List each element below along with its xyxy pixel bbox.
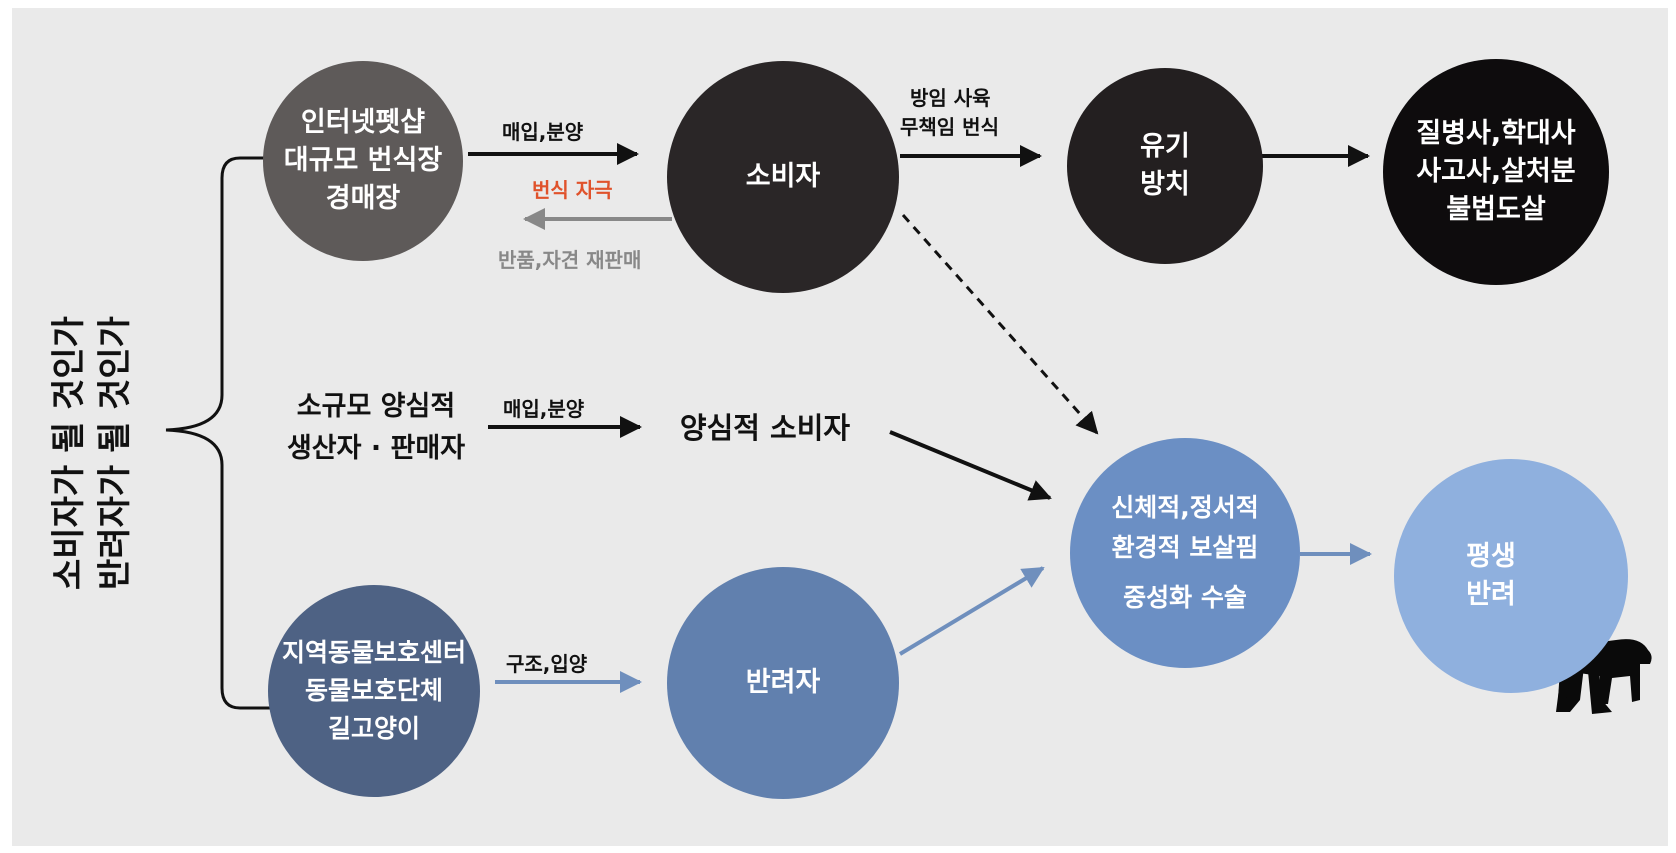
node-companion: 반려자 [667,567,899,799]
edge-label-abandon-line1: 방임 사육 [910,86,991,110]
node-petshop-line1: 인터넷펫샵 [300,107,426,138]
node-care-line2: 환경적 보살핌 [1111,533,1259,562]
node-abandon-line2: 방치 [1140,169,1190,200]
node-lifelong-line2: 반려 [1466,579,1516,610]
arrow-consumer-to-care-dashed [901,214,1099,435]
arrow-companion-to-care [898,566,1045,656]
node-abandon: 유기 방치 [1067,68,1263,264]
node-small-seller-line2: 생산자 · 판매자 [286,433,466,464]
side-title-line2: 반려자가 될 것인가 [95,316,135,590]
node-conscious-consumer-label: 양심적 소비자 [679,411,851,445]
node-shelter-line1: 지역동물보호센터 [281,638,466,667]
node-abandon-line1: 유기 [1140,131,1190,162]
node-care-line3: 중성화 수술 [1123,583,1247,612]
node-death-line1: 질병사,학대사 [1416,118,1576,149]
node-care: 신체적,정서적 환경적 보살핌 중성화 수술 [1070,438,1300,668]
node-small-seller-line1: 소규모 양심적 [296,391,456,422]
node-death-line3: 불법도살 [1446,194,1546,225]
node-lifelong-line1: 평생 [1466,541,1516,572]
node-shelter: 지역동물보호센터 동물보호단체 길고양이 [268,585,480,797]
node-small-seller: 소규모 양심적 생산자 · 판매자 [263,386,489,470]
side-title-line1: 소비자가 될 것인가 [49,316,89,590]
node-consumer: 소비자 [667,61,899,293]
edge-label-petshop-to-consumer: 매입,분양 [502,120,584,144]
node-petshop-line3: 경매장 [325,183,401,214]
node-consumer-label: 소비자 [745,161,821,192]
edge-label-small-to-conscious: 매입,분양 [503,397,585,421]
node-companion-label: 반려자 [745,667,821,698]
node-care-line1: 신체적,정서적 [1111,493,1259,522]
node-petshop: 인터넷펫샵 대규모 번식장 경매장 [263,61,463,261]
node-shelter-line3: 길고양이 [327,714,420,743]
brace-icon [165,156,270,710]
side-title: 소비자가 될 것인가 반려자가 될 것인가 [37,273,147,633]
node-death: 질병사,학대사 사고사,살처분 불법도살 [1383,59,1609,285]
arrow-conscious-to-care [889,430,1052,501]
edge-label-abandon-line2: 무책임 번식 [900,115,999,139]
edge-label-breeding-stimulus: 번식 자극 [532,178,613,202]
node-death-line2: 사고사,살처분 [1416,156,1576,187]
node-conscious-consumer: 양심적 소비자 [660,408,870,448]
node-shelter-line2: 동물보호단체 [304,676,443,705]
edge-label-return-resale: 반품,자견 재판매 [498,248,642,272]
node-lifelong: 평생 반려 [1394,459,1628,693]
node-petshop-line2: 대규모 번식장 [283,145,443,176]
edge-label-shelter-to-companion: 구조,입양 [506,652,588,676]
